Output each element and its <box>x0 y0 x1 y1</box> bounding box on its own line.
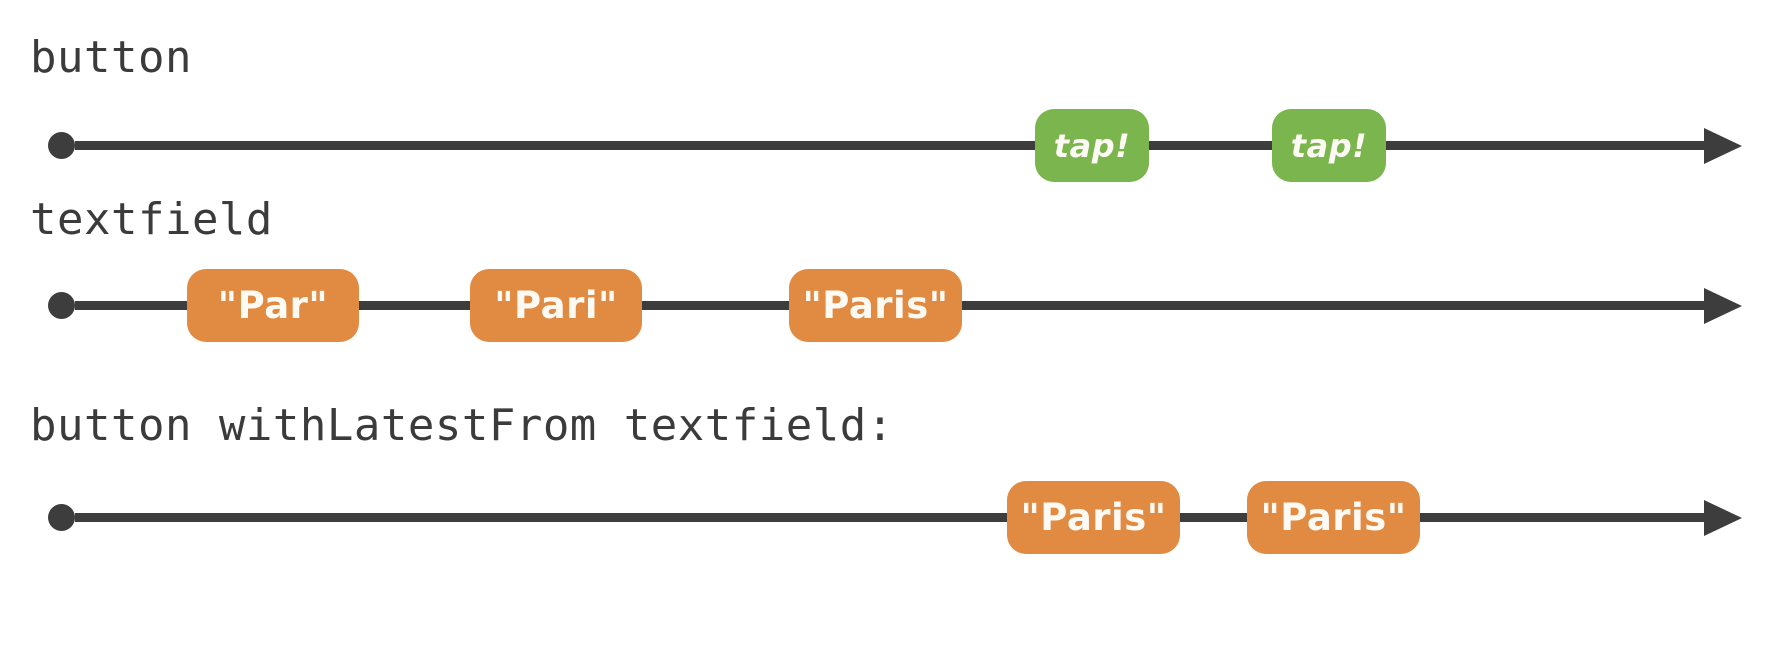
timeline-textfield: "Par" "Pari" "Paris" <box>0 266 1778 346</box>
timeline-axis-line <box>75 513 1706 522</box>
marble-value: "Paris" <box>1247 481 1420 554</box>
marble-label: "Par" <box>217 284 329 327</box>
timeline-start-dot <box>48 132 75 159</box>
marble-event: tap! <box>1272 109 1386 182</box>
timeline-arrow-icon <box>1704 500 1742 536</box>
timeline-arrow-icon <box>1704 128 1742 164</box>
timeline-arrow-icon <box>1704 288 1742 324</box>
marble-value: "Paris" <box>1007 481 1180 554</box>
marble-label: "Paris" <box>802 284 949 327</box>
row-label-button: button <box>30 32 192 83</box>
timeline-axis-line <box>75 141 1706 150</box>
row-label-textfield: textfield <box>30 194 273 245</box>
marble-value: "Pari" <box>470 269 642 342</box>
marble-label: "Paris" <box>1020 496 1167 539</box>
marble-value: "Paris" <box>789 269 962 342</box>
marble-label: "Pari" <box>494 284 618 327</box>
timeline-button: tap! tap! <box>0 106 1778 186</box>
timeline-start-dot <box>48 504 75 531</box>
timeline-start-dot <box>48 292 75 319</box>
marble-value: "Par" <box>187 269 359 342</box>
timeline-button-withlatestfrom-textfield: "Paris" "Paris" <box>0 478 1778 558</box>
row-label-button-withlatestfrom-textfield: button withLatestFrom textfield: <box>30 400 894 451</box>
marble-label: tap! <box>1290 126 1368 165</box>
marble-event: tap! <box>1035 109 1149 182</box>
marble-label: tap! <box>1053 126 1131 165</box>
marble-label: "Paris" <box>1260 496 1407 539</box>
